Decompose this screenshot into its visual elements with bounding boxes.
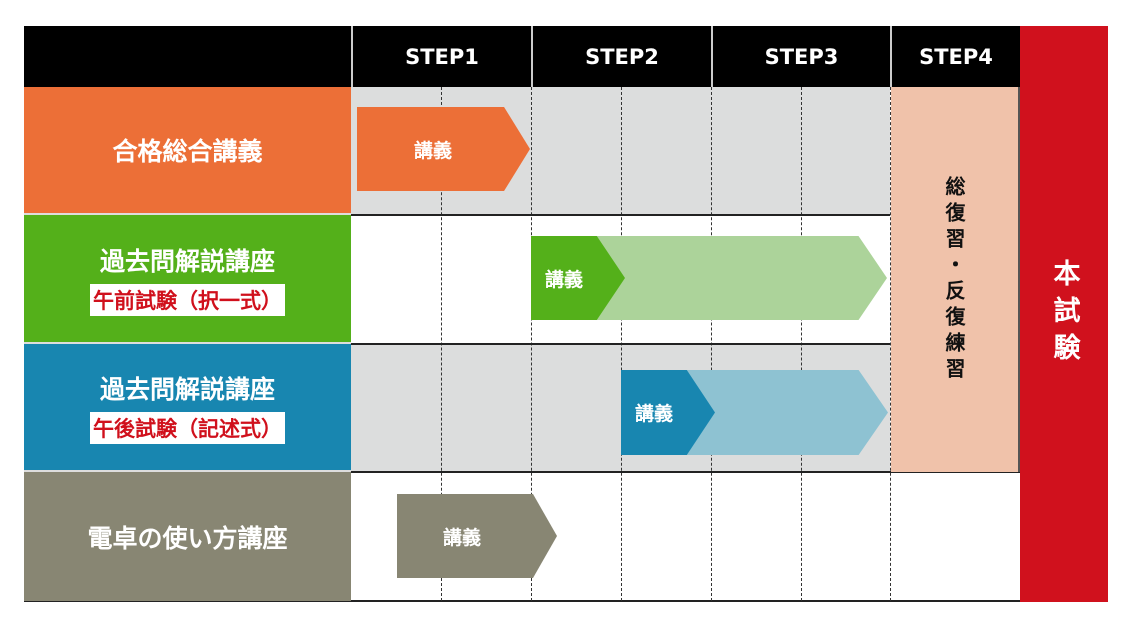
step2-header: STEP2 xyxy=(531,26,711,87)
row-subtitle: 午後試験（記述式） xyxy=(90,412,285,444)
row-title: 過去問解説講座 xyxy=(99,246,275,276)
row-label-afternoon: 過去問解説講座午後試験（記述式） xyxy=(24,344,351,472)
row-title: 過去問解説講座 xyxy=(99,375,275,404)
review-block: 総復習・反復練習 xyxy=(891,87,1020,472)
exam-block: 本試験 xyxy=(1020,26,1108,602)
row-subtitle: 午前試験（択一式） xyxy=(90,283,285,316)
bar-label: 講義 xyxy=(635,403,674,425)
step1-header: STEP1 xyxy=(351,26,531,87)
row-label-calculator: 電卓の使い方講座 xyxy=(24,472,351,601)
row-label-morning: 過去問解説講座午前試験（択一式） xyxy=(24,215,351,344)
bar-label: 講義 xyxy=(545,268,584,291)
row-divider xyxy=(351,214,890,216)
row-divider xyxy=(351,471,890,473)
review-text: 総復習・反復練習 xyxy=(942,175,966,384)
lecture-bar-calculator: 講義 xyxy=(397,494,557,578)
row-title: 電卓の使い方講座 xyxy=(87,523,288,553)
step4-header: STEP4 xyxy=(890,26,1020,87)
row-divider xyxy=(351,343,890,345)
exam-text: 本試験 xyxy=(1048,258,1080,370)
row-label-general: 合格総合講義 xyxy=(24,87,351,215)
lecture-bar-general: 講義 xyxy=(357,107,530,191)
row-title: 合格総合講義 xyxy=(112,137,263,166)
bar-label: 講義 xyxy=(443,526,482,549)
grid-line xyxy=(890,87,891,601)
row-divider xyxy=(890,471,1020,473)
step3-header: STEP3 xyxy=(711,26,890,87)
bar-label: 講義 xyxy=(414,139,453,162)
header-row xyxy=(24,26,1020,87)
